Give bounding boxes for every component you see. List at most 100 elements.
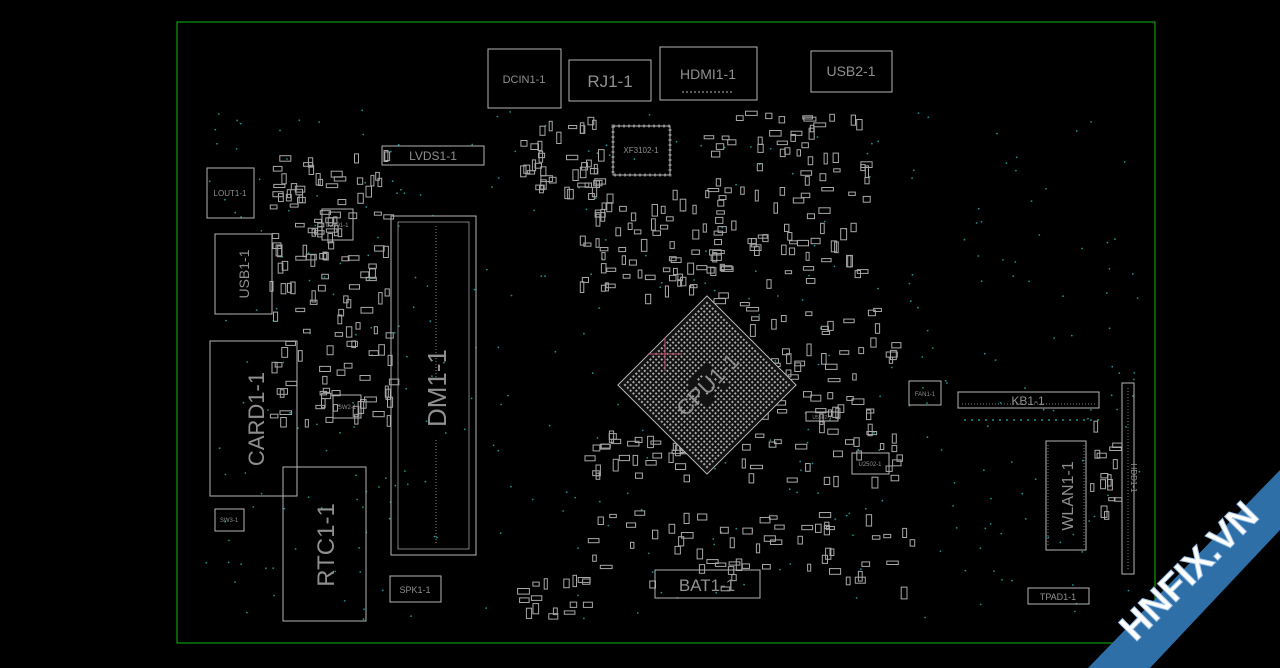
smd-component[interactable] [548,120,553,132]
smd-component[interactable] [302,244,308,258]
smd-component[interactable] [846,254,853,268]
smd-component[interactable] [582,578,591,585]
smd-component[interactable] [866,409,872,421]
rtc-battery[interactable]: RTC1-1 [282,466,367,622]
smd-component[interactable] [295,222,305,228]
smd-component[interactable] [827,320,834,331]
smd-component[interactable] [337,314,343,325]
smd-component[interactable] [853,437,860,447]
smd-component[interactable] [874,323,881,334]
smd-component[interactable] [769,130,782,137]
smd-component[interactable] [651,218,656,231]
smd-component[interactable] [279,389,285,398]
smd-component[interactable] [651,204,658,217]
smd-component[interactable] [896,454,903,462]
smd-component[interactable] [754,246,760,257]
smd-component[interactable] [343,362,353,369]
smd-component[interactable] [720,265,733,271]
smd-component[interactable] [572,169,579,182]
smd-component[interactable] [706,266,715,274]
smd-component[interactable] [277,262,284,274]
smd-component[interactable] [336,369,346,376]
sw3-switch[interactable]: SW3-1 [214,508,245,532]
smd-component[interactable] [848,191,856,196]
smd-component[interactable] [825,526,835,531]
smd-component[interactable] [368,350,379,357]
smd-component[interactable] [608,433,617,440]
smd-component[interactable] [271,233,280,240]
smd-component[interactable] [900,586,908,600]
smd-component[interactable] [600,443,611,449]
smd-component[interactable] [668,256,677,262]
smd-component[interactable] [644,274,656,281]
smd-component[interactable] [715,143,725,150]
smd-component[interactable] [286,189,292,199]
smd-component[interactable] [365,185,372,198]
smd-component[interactable] [755,543,761,554]
smd-component[interactable] [334,332,344,337]
smd-component[interactable] [372,411,385,418]
smd-component[interactable] [569,601,578,608]
keyboard-connector[interactable]: KB1-1 [957,391,1100,409]
smd-component[interactable] [845,439,854,445]
smd-component[interactable] [823,476,831,485]
smd-component[interactable] [714,562,727,567]
smd-component[interactable] [870,337,877,348]
smd-component[interactable] [598,149,605,162]
smd-component[interactable] [295,307,306,313]
smd-component[interactable] [1107,474,1112,487]
smd-component[interactable] [526,170,536,175]
rj45-connector[interactable]: RJ1-1 [568,59,652,102]
smd-component[interactable] [601,202,607,210]
smd-component[interactable] [706,559,719,564]
usb1-connector[interactable]: USB1-1 [214,233,273,315]
smd-component[interactable] [278,193,284,203]
smd-component[interactable] [778,116,786,124]
smd-component[interactable] [281,347,289,358]
smd-component[interactable] [774,439,782,445]
smd-component[interactable] [707,188,720,193]
smd-component[interactable] [782,348,790,356]
smd-component[interactable] [600,284,607,292]
smd-component[interactable] [820,222,825,235]
smd-component[interactable] [702,223,707,233]
battery-connector[interactable]: BAT1-1 [654,569,761,599]
smd-component[interactable] [621,255,627,265]
smd-component[interactable] [857,570,863,582]
smd-component[interactable] [902,527,908,539]
smd-component[interactable] [317,222,325,228]
smd-component[interactable] [821,187,834,192]
smd-component[interactable] [532,581,540,587]
smd-component[interactable] [715,178,722,187]
smd-component[interactable] [856,119,863,131]
smd-component[interactable] [577,182,590,188]
smd-component[interactable] [315,173,321,186]
smd-component[interactable] [742,527,753,535]
smd-component[interactable] [289,203,299,208]
smd-component[interactable] [315,404,325,410]
smd-component[interactable] [1100,473,1109,479]
smd-component[interactable] [630,212,637,222]
smd-component[interactable] [797,239,809,247]
smd-component[interactable] [360,306,374,314]
smd-component[interactable] [640,238,648,252]
smd-component[interactable] [307,227,319,234]
smd-component[interactable] [746,307,760,312]
smd-component[interactable] [285,380,298,387]
smd-component[interactable] [1093,420,1099,433]
smd-component[interactable] [566,154,579,161]
smd-component[interactable] [794,360,806,367]
smd-component[interactable] [331,390,341,397]
smd-component[interactable] [727,139,737,146]
smd-component[interactable] [792,197,805,204]
smd-component[interactable] [618,454,630,462]
smd-component[interactable] [883,533,892,539]
smd-component[interactable] [801,142,809,149]
smd-component[interactable] [627,222,633,231]
smd-component[interactable] [365,276,377,282]
smd-component[interactable] [867,423,873,437]
smd-component[interactable] [1104,511,1110,520]
lout-connector[interactable]: LOUT1-1 [206,167,255,219]
smd-component[interactable] [712,250,725,255]
smd-component[interactable] [341,256,350,262]
